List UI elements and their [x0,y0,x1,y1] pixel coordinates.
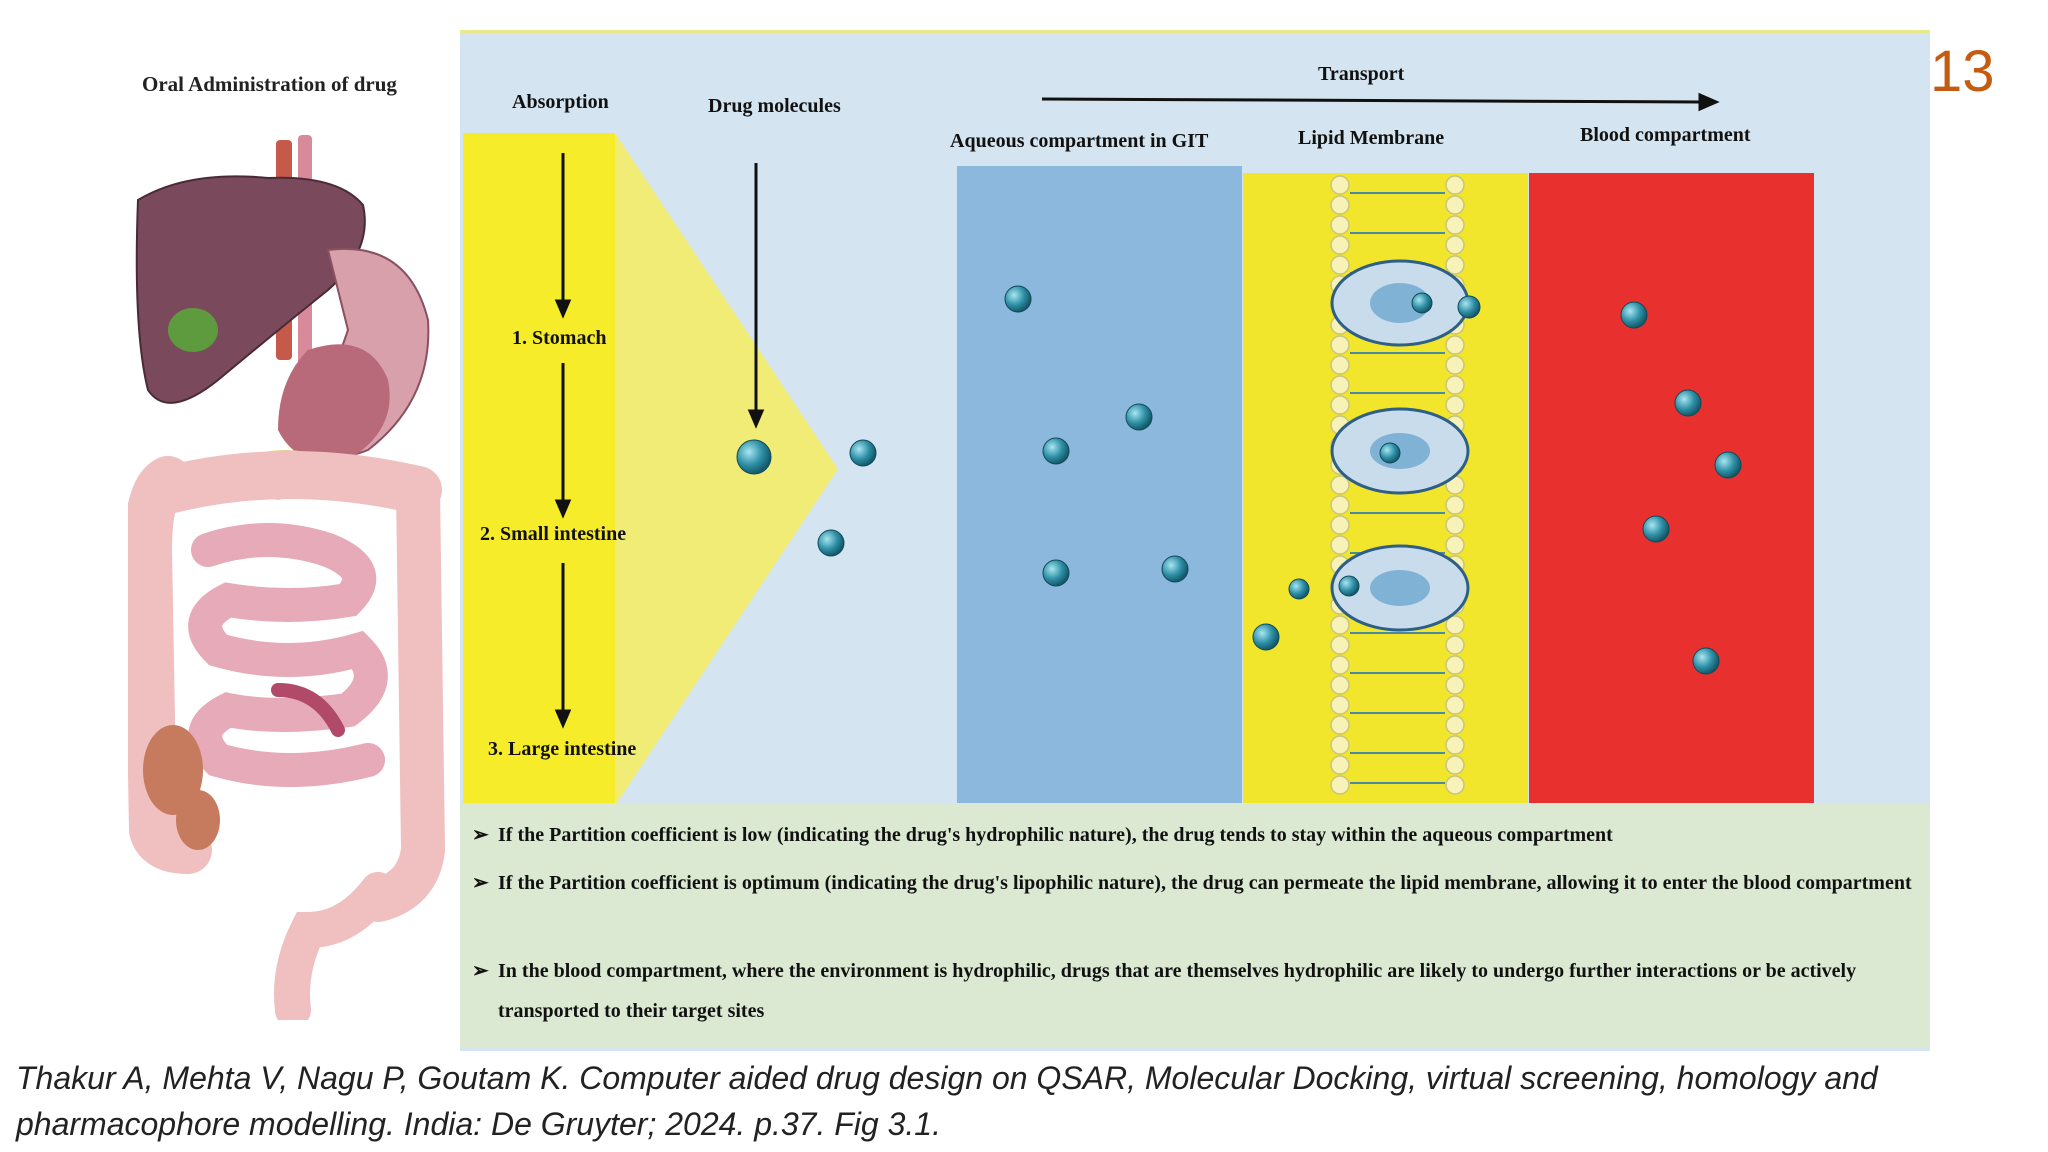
note-low-partition: ➢If the Partition coefficient is low (in… [472,815,1922,855]
partition-coefficient-notes: ➢If the Partition coefficient is low (in… [460,803,1930,1048]
aqueous-compartment-label: Aqueous compartment in GIT [950,130,1209,152]
figure-graphics [463,92,1814,806]
note-blood-compartment: ➢In the blood compartment, where the env… [472,951,1922,1031]
stage-large-intestine: 3. Large intestine [488,738,637,760]
digestive-system-illustration [128,135,446,1020]
lipid-membrane-label: Lipid Membrane [1298,127,1445,149]
slide-number: 13 [1930,39,1995,104]
stage-small-intestine: 2. Small intestine [480,523,627,545]
drug-molecules-label: Drug molecules [708,95,841,117]
arrow-bullet-icon: ➢ [472,824,489,846]
citation: Thakur A, Mehta V, Nagu P, Goutam K. Com… [16,1060,1878,1142]
drug-absorption-figure: Absorption Drug molecules Transport 1. S… [460,30,1930,1051]
anatomy-title: Oral Administration of drug [142,72,397,96]
absorption-label: Absorption [512,91,609,113]
arrow-bullet-icon: ➢ [472,960,489,982]
stage-stomach: 1. Stomach [512,327,607,349]
drug-molecules [736,285,1742,675]
arrow-bullet-icon: ➢ [472,872,489,894]
flow-arrows [554,92,1720,729]
transport-label: Transport [1318,63,1405,85]
blood-compartment-label: Blood compartment [1580,124,1751,146]
note-optimum-partition: ➢If the Partition coefficient is optimum… [472,863,1922,903]
